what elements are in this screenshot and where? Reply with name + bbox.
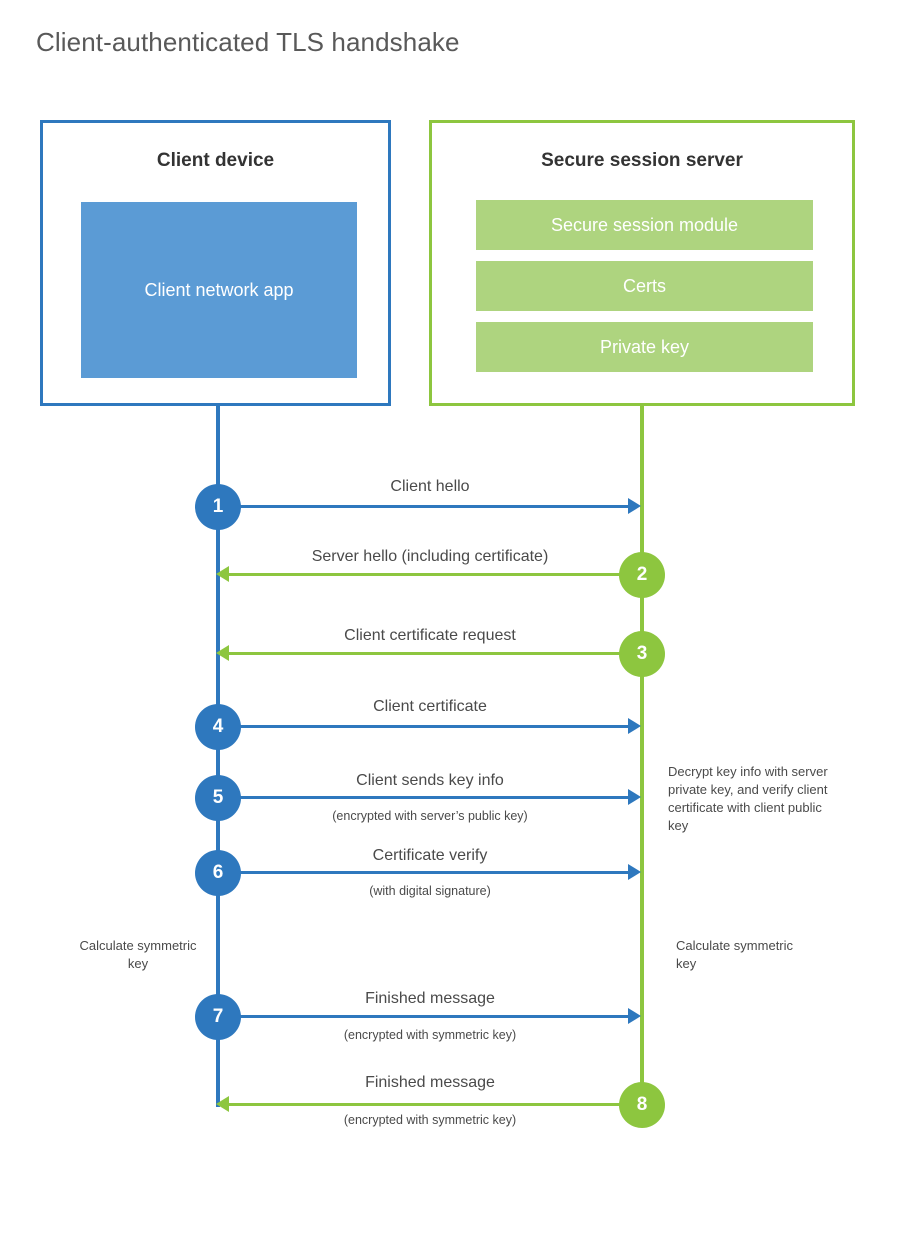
step-3-arrow-head-icon [216, 645, 229, 661]
step-8-label: Finished message [365, 1074, 495, 1091]
step-3-arrow-line [228, 652, 630, 655]
step-7-number: 7 [212, 1006, 224, 1027]
step-3-label: Client certificate request [344, 627, 516, 644]
step-5-sublabel: (encrypted with server’s public key) [332, 809, 528, 823]
step-8-number: 8 [636, 1094, 648, 1115]
step-7-arrow-line [218, 1015, 630, 1018]
step-6-arrow-line [218, 871, 630, 874]
client-device-title: Client device [156, 150, 275, 171]
step-7-sublabel: (encrypted with symmetric key) [343, 1028, 517, 1042]
step-6-arrow-head-icon [628, 864, 641, 880]
secure-session-server-box: Secure session server Secure session mod… [429, 120, 855, 406]
step-1-circle: 1 [195, 484, 241, 530]
step-5-arrow-head-icon [628, 789, 641, 805]
step-5-circle: 5 [195, 775, 241, 821]
step-6-number: 6 [212, 862, 224, 883]
server-module-private-key: Private key [476, 322, 813, 372]
server-lifeline [640, 403, 644, 1107]
server-calculate-symmetric-key-note: Calculate symmetric key [676, 938, 794, 971]
step-7-arrow-head-icon [628, 1008, 641, 1024]
step-3-number: 3 [636, 643, 648, 664]
client-lifeline [216, 403, 220, 1107]
step-8-arrow-head-icon [216, 1096, 229, 1112]
step-6-sublabel: (with digital signature) [369, 884, 491, 898]
step-5-number: 5 [212, 787, 224, 808]
step-4-label: Client certificate [373, 698, 487, 715]
server-decrypt-note: Decrypt key info with server private key… [668, 764, 828, 833]
step-2-label: Server hello (including certificate) [311, 548, 549, 565]
step-4-circle: 4 [195, 704, 241, 750]
step-2-number: 2 [636, 564, 648, 585]
step-1-number: 1 [212, 496, 224, 517]
server-module-certs: Certs [476, 261, 813, 311]
secure-session-server-title: Secure session server [541, 150, 743, 171]
server-module-secure-session-module: Secure session module [476, 200, 813, 250]
step-7-circle: 7 [195, 994, 241, 1040]
client-network-app-label: Client network app [144, 279, 294, 300]
server-module-label: Secure session module [550, 214, 739, 235]
step-8-arrow-line [228, 1103, 630, 1106]
step-1-label: Client hello [390, 478, 470, 495]
step-1-arrow-line [218, 505, 630, 508]
step-3-circle: 3 [619, 631, 665, 677]
step-5-label: Client sends key info [356, 772, 504, 789]
step-4-arrow-head-icon [628, 718, 641, 734]
server-module-label: Private key [599, 336, 690, 357]
client-network-app-block: Client network app [81, 202, 357, 378]
step-2-arrow-head-icon [216, 566, 229, 582]
step-2-circle: 2 [619, 552, 665, 598]
client-device-box: Client device Client network app [40, 120, 391, 406]
step-8-sublabel: (encrypted with symmetric key) [343, 1113, 517, 1127]
server-module-label: Certs [622, 275, 666, 296]
step-7-label: Finished message [365, 990, 495, 1007]
step-6-circle: 6 [195, 850, 241, 896]
step-6-label: Certificate verify [372, 847, 488, 864]
step-4-number: 4 [212, 716, 224, 737]
step-1-arrow-head-icon [628, 498, 641, 514]
step-8-circle: 8 [619, 1082, 665, 1128]
step-4-arrow-line [218, 725, 630, 728]
client-calculate-symmetric-key-note: Calculate symmetric key [79, 938, 197, 971]
step-2-arrow-line [228, 573, 630, 576]
page-title: Client-authenticated TLS handshake [36, 27, 460, 57]
step-5-arrow-line [218, 796, 630, 799]
